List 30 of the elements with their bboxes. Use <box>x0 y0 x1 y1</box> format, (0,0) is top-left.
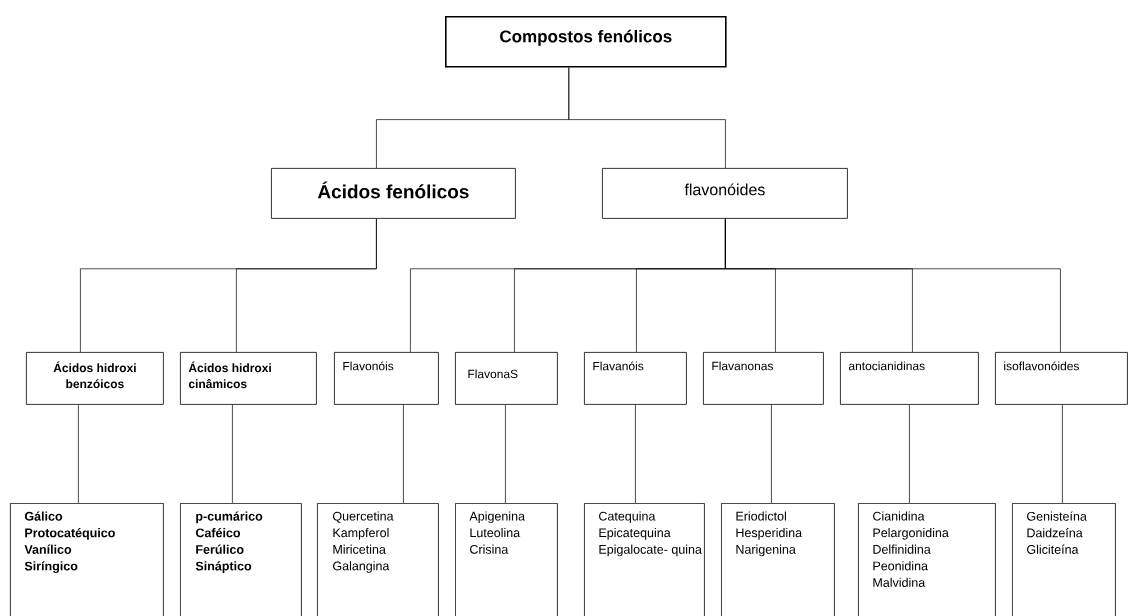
subclass-box: FlavonaS <box>455 352 558 405</box>
connector-line <box>635 404 636 504</box>
connector-line <box>568 67 726 169</box>
category-box: flavonóides <box>602 168 848 219</box>
connector-line <box>725 218 1061 353</box>
connector-line <box>909 404 910 504</box>
subclass-box: antocianidinas <box>840 352 979 405</box>
compound-list-box: Gálico Protocatéquico Vanílico Siríngico <box>10 503 164 616</box>
compound-list-box: Apigenina Luteolina Crisina <box>455 503 558 616</box>
subclass-box: Flavonóis <box>334 352 439 405</box>
compound-list-box: Genisteína Daidzeína Gliciteína <box>1012 503 1116 616</box>
connector-line <box>771 404 772 504</box>
connector-line <box>1062 404 1063 504</box>
category-box: Ácidos fenólicos <box>271 168 516 219</box>
connector-line <box>505 404 506 504</box>
compound-list-box: Quercetina Kampferol Miricetina Galangina <box>317 503 439 616</box>
connector-line <box>403 404 404 504</box>
subclass-box: isoflavonóides <box>995 352 1128 405</box>
subclass-box: Ácidos hidroxi cinâmicos <box>180 352 317 405</box>
connector-line <box>232 404 233 504</box>
connector-line <box>236 218 377 353</box>
compound-list-box: Eriodictol Hesperidina Narigenina <box>721 503 835 616</box>
subclass-box: Ácidos hidroxi benzóicos <box>26 352 164 405</box>
category-box: Compostos fenólicos <box>445 16 727 68</box>
compound-list-box: p-cumárico Caféico Ferúlico Sináptico <box>180 503 302 616</box>
connector-line <box>78 404 79 504</box>
compound-list-box: Cianidina Pelargonidina Delfinidina Peonidina Malvidina <box>858 503 996 616</box>
compound-list-box: Catequina Epicatequina Epigalocate- quina <box>584 503 705 616</box>
subclass-box: Flavanonas <box>703 352 824 405</box>
subclass-box: Flavanóis <box>584 352 687 405</box>
